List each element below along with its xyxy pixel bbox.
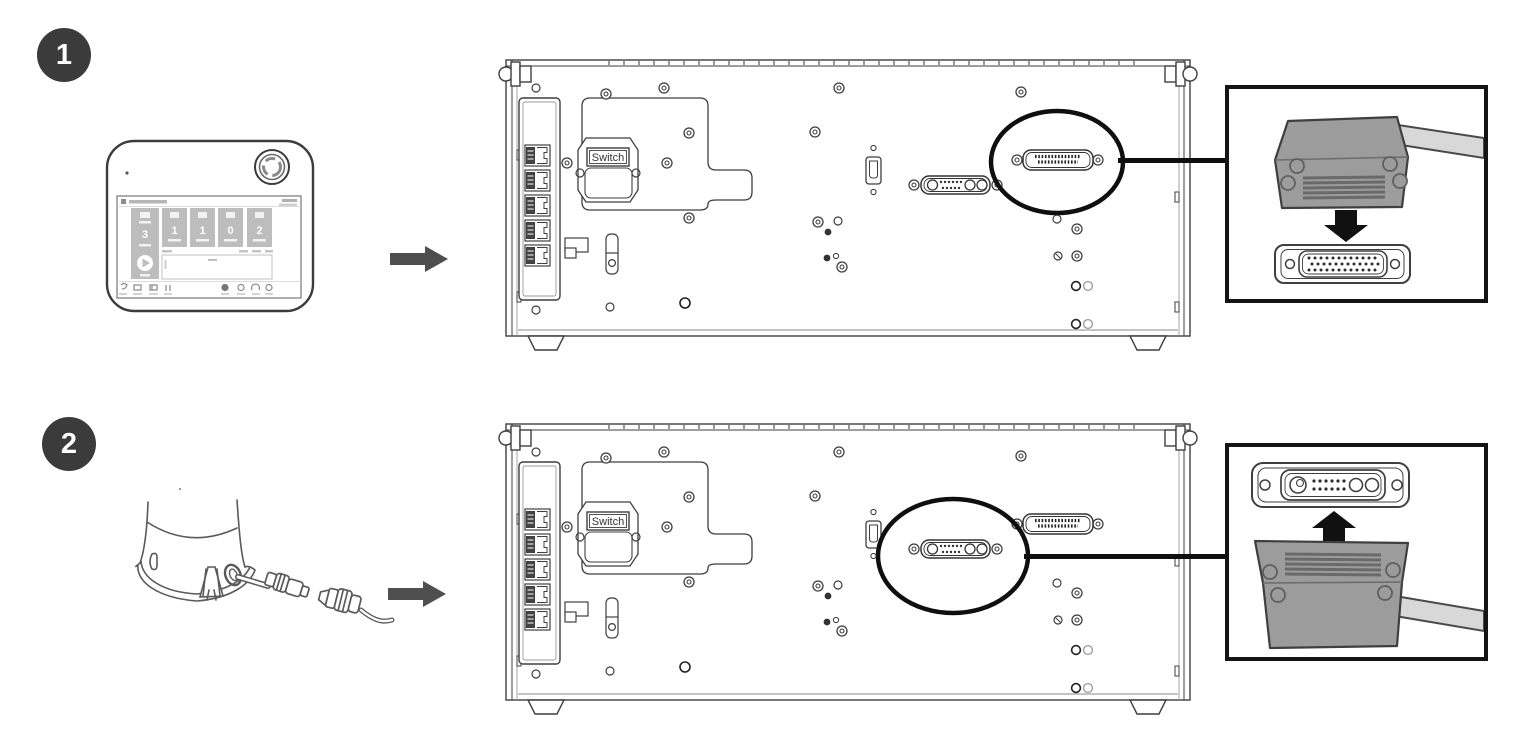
pendant-led <box>125 171 129 175</box>
flow-arrow-icon <box>390 246 448 272</box>
pendant-screen: 3 1 1 0 2 <box>116 195 302 299</box>
tile-value: 0 <box>227 225 233 237</box>
step-number: 1 <box>55 38 73 71</box>
log-area <box>161 254 273 280</box>
pendant-toolbar-icons <box>120 282 273 292</box>
connector-receptacle <box>1274 244 1411 284</box>
flow-arrow-icon <box>388 581 446 607</box>
insert-arrow-up-icon <box>1312 511 1356 550</box>
callout-line <box>1024 554 1230 559</box>
connector-plug <box>1273 115 1410 210</box>
step-2-badge: 2 <box>42 417 96 471</box>
emergency-stop-button-icon <box>254 149 290 185</box>
cable-icon <box>1393 123 1484 160</box>
connector-detail-box <box>1225 85 1488 303</box>
play-button-icon <box>137 255 153 271</box>
step-number: 2 <box>60 427 78 460</box>
tile-value: 1 <box>171 225 177 237</box>
connector-detail-box <box>1225 443 1488 661</box>
teach-pendant-illustration: 3 1 1 0 2 <box>105 139 315 313</box>
connector-receptacle <box>1251 462 1410 508</box>
tile-value: 2 <box>256 225 262 237</box>
robot-base-illustration <box>135 488 395 624</box>
tile-value: 1 <box>199 225 205 237</box>
callout-line <box>1118 158 1230 163</box>
tile-value: 3 <box>142 229 148 241</box>
insert-arrow-down-icon <box>1324 210 1368 242</box>
connector-plug <box>1253 539 1410 650</box>
step-1-badge: 1 <box>37 28 91 82</box>
controller-rear-panel <box>498 416 1198 716</box>
cable-icon <box>1394 595 1484 633</box>
controller-rear-panel <box>498 52 1198 352</box>
